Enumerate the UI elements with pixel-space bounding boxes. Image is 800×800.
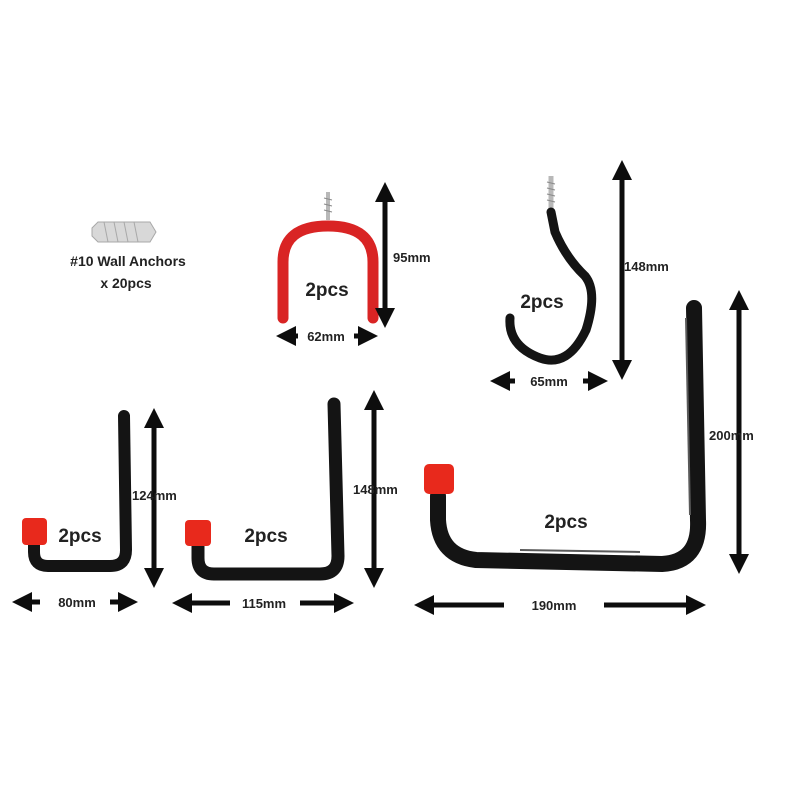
hook-80-height: 124mm xyxy=(132,488,177,503)
small-red-hook-quantity: 2pcs xyxy=(305,280,348,301)
small-red-hook-height: 95mm xyxy=(393,250,431,265)
small-red-hook-image xyxy=(277,192,379,324)
hook-115-image xyxy=(185,397,345,581)
hook-190-cap xyxy=(424,464,454,494)
large-screw-hook-height: 148mm xyxy=(624,259,669,274)
hook-115-cap xyxy=(185,520,211,546)
large-screw-hook-quantity: 2pcs xyxy=(520,292,563,313)
hook-190-quantity: 2pcs xyxy=(544,512,587,533)
hook-80-image xyxy=(22,410,133,572)
large-screw-hook-image xyxy=(505,176,597,365)
hook-190-height: 200mm xyxy=(709,428,754,443)
anchor-label-line1: #10 Wall Anchors xyxy=(70,253,186,269)
hook-80-cap xyxy=(22,518,47,545)
hook-190-width: 190mm xyxy=(532,598,577,613)
large-screw-hook-width: 65mm xyxy=(530,374,568,389)
hook-190-image xyxy=(424,300,707,573)
hook-115-width: 115mm xyxy=(242,596,286,611)
hook-80-quantity: 2pcs xyxy=(58,526,101,547)
small-red-hook-width: 62mm xyxy=(307,329,345,344)
hook-115-quantity: 2pcs xyxy=(244,526,287,547)
hook-80-width: 80mm xyxy=(58,595,96,610)
hook-115-height: 148mm xyxy=(353,482,398,497)
anchor-label-line2: x 20pcs xyxy=(100,275,152,291)
wall-anchor-image xyxy=(91,221,157,243)
